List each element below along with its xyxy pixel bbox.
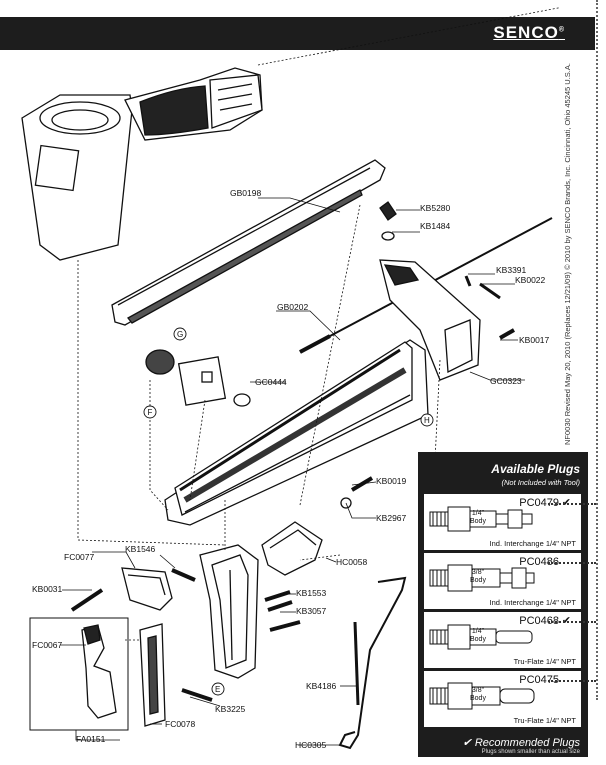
- label-kb4186: KB4186: [306, 681, 337, 691]
- plug-code: PC0479: [519, 497, 559, 509]
- dotted-border-line: [596, 0, 598, 700]
- exploded-parts-diagram: G F H E GB0198 KB5280 KB1484 KB3391 KB00…: [21, 7, 560, 750]
- plugs-subtitle: (Not Included with Tool): [501, 478, 580, 487]
- part-gb0198: [111, 159, 386, 326]
- plug-truflate-icon: [429, 682, 535, 710]
- label-kb1484: KB1484: [420, 221, 451, 231]
- callout-f: F: [148, 408, 153, 417]
- part-kb0031: [70, 588, 104, 612]
- plug-body-size: 1/4"Body: [470, 510, 486, 525]
- plug-desc: Ind. Interchange 1/4" NPT: [489, 539, 576, 548]
- plug-desc: Tru-Flate 1/4" NPT: [513, 716, 576, 725]
- plug-item: PC0479 ✔ 1/4"Body Ind. Interchange 1/4" …: [424, 494, 581, 550]
- recommended-plugs-note: ✔ Recommended Plugs: [462, 737, 580, 749]
- part-fc0077: [121, 567, 173, 611]
- label-kb0019: KB0019: [376, 476, 407, 486]
- callout-h: H: [424, 416, 430, 425]
- label-hc0305: HC0305: [295, 740, 326, 750]
- plugs-title: Available Plugs: [491, 462, 580, 476]
- plug-desc: Ind. Interchange 1/4" NPT: [489, 598, 576, 607]
- plug-body-size: 3/8"Body: [470, 687, 486, 702]
- label-fa0151: FA0151: [76, 734, 106, 744]
- part-kb4186: [353, 621, 360, 706]
- label-hc0058: HC0058: [336, 557, 367, 567]
- label-fc0078: FC0078: [165, 719, 196, 729]
- plug-industrial-icon: [429, 506, 533, 532]
- callout-e: E: [215, 685, 220, 694]
- plug-desc: Tru-Flate 1/4" NPT: [513, 657, 576, 666]
- label-fc0067: FC0067: [32, 640, 63, 650]
- label-kb0031: KB0031: [32, 584, 63, 594]
- plug-code: PC0468: [519, 615, 559, 627]
- label-gb0202: GB0202: [277, 302, 308, 312]
- label-kb3391: KB3391: [496, 265, 527, 275]
- label-kb1546: KB1546: [125, 544, 156, 554]
- dotted-connector: [548, 562, 596, 564]
- dotted-connector: [548, 503, 596, 505]
- label-kb3225: KB3225: [215, 704, 246, 714]
- label-fc0077: FC0077: [64, 552, 95, 562]
- plug-industrial-icon: [429, 564, 535, 592]
- revision-note: NF0030 Revised May 20, 2010 (Replaces 12…: [563, 63, 572, 445]
- available-plugs-panel: Available Plugs (Not Included with Tool)…: [418, 452, 588, 757]
- label-kb3057: KB3057: [296, 606, 327, 616]
- label-gc0444: GC0444: [255, 377, 287, 387]
- label-kb2967: KB2967: [376, 513, 407, 523]
- label-kb1553: KB1553: [296, 588, 327, 598]
- plug-truflate-icon: [429, 624, 533, 650]
- part-hc0058: [261, 521, 323, 576]
- part-hc0305: [338, 576, 407, 750]
- label-gb0198: GB0198: [230, 188, 261, 198]
- label-gc0323: GC0323: [490, 376, 522, 386]
- plugs-size-note: Plugs shown smaller than actual size: [481, 749, 580, 755]
- tool-housing: [21, 94, 133, 261]
- plug-body-size: 1/4"Body: [470, 628, 486, 643]
- label-kb0022: KB0022: [515, 275, 546, 285]
- label-kb0017: KB0017: [519, 335, 550, 345]
- plug-body-size: 3/8"Body: [470, 569, 486, 584]
- brand-logo: SENCO®: [493, 23, 565, 42]
- dotted-connector: [548, 621, 596, 623]
- plug-code: PC0475: [519, 674, 559, 686]
- label-kb5280: KB5280: [420, 203, 451, 213]
- dotted-connector: [548, 680, 596, 682]
- header-bar: SENCO®: [0, 17, 595, 50]
- plug-code: PC0486: [519, 556, 559, 568]
- callout-g: G: [177, 330, 183, 339]
